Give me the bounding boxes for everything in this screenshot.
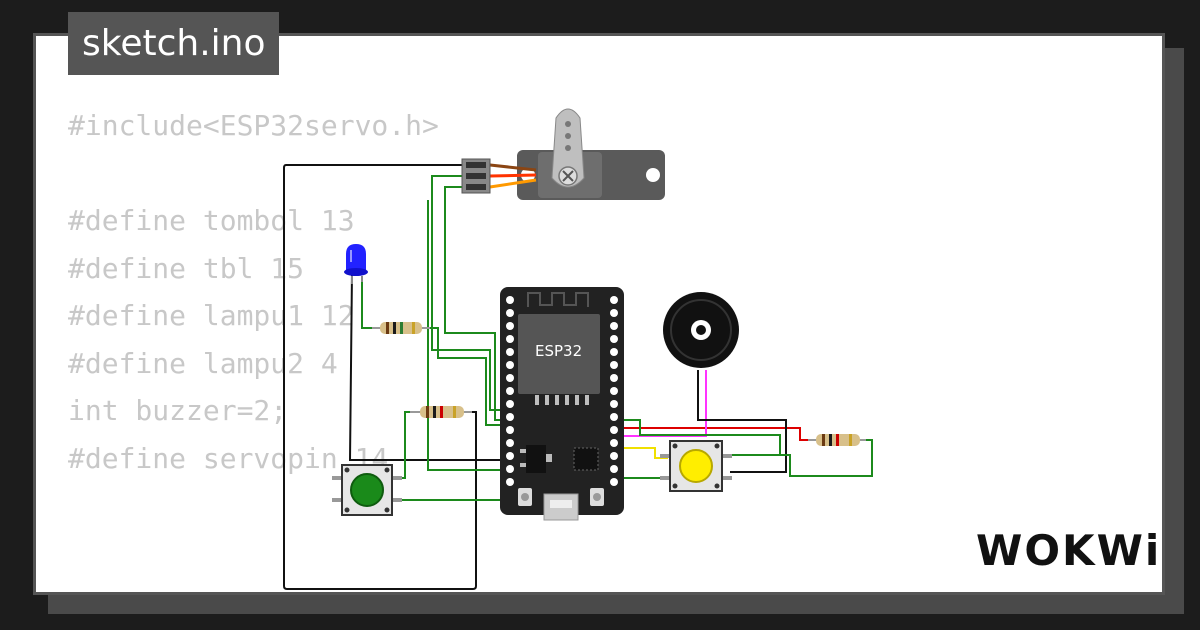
servo-motor-icon[interactable]: [461, 108, 665, 200]
wire-green-servo-vcc: [444, 186, 508, 421]
wire-pink-buzzer: [614, 370, 707, 437]
code-line: #define servopin 14: [68, 441, 389, 475]
code-line: #define lampu1 12: [68, 299, 355, 332]
code-line: #define lampu2 4: [68, 346, 338, 380]
code-line: #define tbl 15: [68, 251, 305, 285]
code-preview: #include<ESP32servo.h> #define tombol 13 #…: [68, 102, 439, 482]
wire-green-button-left: [394, 411, 410, 479]
resistor-3[interactable]: [808, 434, 866, 446]
code-line: #include<ESP32servo.h>: [68, 109, 439, 142]
buzzer-icon[interactable]: [663, 292, 739, 368]
wokwi-logo: WOKWi: [976, 526, 1162, 575]
wire-green-servo-signal: [431, 175, 508, 411]
wire-black-buzzer: [697, 370, 787, 473]
code-line: int buzzer=2;: [68, 394, 288, 427]
yellow-pushbutton-icon[interactable]: [660, 440, 732, 492]
file-tab[interactable]: sketch.ino: [68, 12, 280, 75]
wires: [283, 164, 873, 590]
board-label: ESP32: [535, 342, 582, 360]
wire-black-led: [348, 271, 508, 461]
wire-green-led: [361, 280, 378, 329]
wire-green-button2-top: [614, 419, 781, 455]
green-pushbutton-icon[interactable]: [332, 464, 402, 516]
esp32-board[interactable]: ESP32: [500, 287, 624, 521]
wire-black-loop: [283, 164, 477, 590]
wire-green-resistor1: [424, 327, 508, 426]
code-line: #define tombol 13: [68, 204, 355, 237]
resistor-1[interactable]: [372, 322, 430, 334]
wire-green-button-out: [394, 469, 508, 501]
blue-led-icon[interactable]: [344, 244, 368, 284]
resistor-2[interactable]: [410, 406, 472, 418]
wire-green-side: [427, 200, 500, 471]
